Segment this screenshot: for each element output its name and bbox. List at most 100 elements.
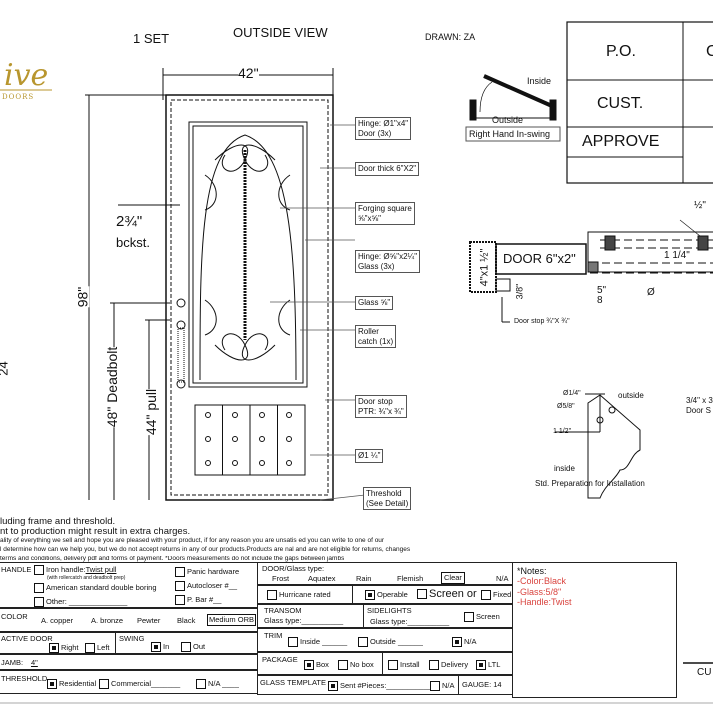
- color-option[interactable]: Black: [177, 616, 196, 625]
- in-label: In: [163, 641, 170, 651]
- section-one-quarter: 1 1/4": [664, 250, 690, 261]
- box-option[interactable]: Box: [304, 660, 329, 670]
- height-dimension: 98": [74, 286, 91, 308]
- color-option-selected[interactable]: Medium ORB: [207, 614, 257, 626]
- install-h: 1 1/2": [553, 428, 572, 435]
- sent-label: Sent #Pieces:: [340, 680, 387, 690]
- fixed-option[interactable]: Fixed: [481, 590, 511, 600]
- right-option[interactable]: Right: [49, 643, 79, 653]
- ltl-option[interactable]: LTL: [476, 660, 500, 670]
- other-label: Other:: [46, 596, 67, 606]
- jamb-label: JAMB:: [1, 658, 24, 667]
- po-label: P.O.: [606, 43, 636, 60]
- glass-option[interactable]: N/A: [496, 574, 509, 583]
- trim-outside-option[interactable]: Outside ______: [358, 637, 423, 647]
- residential-label: Residential: [59, 678, 97, 688]
- callout-text: catch (1x): [358, 336, 394, 346]
- callout-glass: Glass ⅝": [355, 296, 394, 310]
- install-d14: Ø1/4": [563, 390, 581, 397]
- callout-text: Hinge: Ø1"x4": [358, 119, 409, 128]
- panel-bolt: [205, 412, 211, 418]
- notes-box: *Notes: -Color:Black -Glass:5/8" -Handle…: [512, 562, 677, 698]
- left-label: Left: [97, 642, 110, 652]
- autocloser-option[interactable]: Autocloser #__: [175, 581, 237, 591]
- other-option[interactable]: Other: ______________: [34, 597, 127, 607]
- section-five: 5": [597, 285, 607, 296]
- section-door: DOOR 6"x2": [503, 251, 576, 266]
- panel-bolt: [232, 412, 238, 418]
- iron-label: Iron handle:: [46, 564, 86, 574]
- section-half: ½": [694, 200, 706, 211]
- callout-text: PTR: ¾"x ¾": [358, 406, 404, 416]
- panic-label: Panic hardware: [187, 566, 240, 576]
- callout-text: Forging square: [358, 204, 412, 213]
- sidelight-glass[interactable]: Glass type:__________: [370, 617, 450, 626]
- nobox-option[interactable]: No box: [338, 660, 374, 670]
- nobox-label: No box: [350, 659, 374, 669]
- backset-label: bckst.: [116, 235, 150, 250]
- panel-bolt: [259, 436, 265, 442]
- panic-option[interactable]: Panic hardware: [175, 567, 239, 577]
- glass-type-section: DOOR/Glass type: Frost Aquatex Rain Flem…: [257, 562, 513, 585]
- transom-section: TRANSOM Glass type:__________: [257, 604, 364, 628]
- trim-inside-option[interactable]: Inside ______: [288, 637, 347, 647]
- swing-inside: Inside: [527, 76, 552, 86]
- glass-option-selected[interactable]: Clear: [441, 572, 465, 584]
- in-option[interactable]: In: [151, 642, 169, 652]
- glass-option[interactable]: Frost: [272, 574, 290, 583]
- jamb-value[interactable]: 4": [31, 658, 38, 667]
- transom-label: TRANSOM: [264, 606, 302, 615]
- panel-bolt: [259, 460, 265, 466]
- active-door-label: ACTIVE DOOR: [1, 634, 53, 643]
- disclaimer-line: nt to production might result in extra c…: [0, 526, 191, 537]
- color-option[interactable]: A. bronze: [91, 616, 124, 625]
- logo-subtitle: DOORS: [2, 93, 35, 101]
- delivery-option[interactable]: Delivery: [429, 660, 468, 670]
- gauge-value: GAUGE: 14: [458, 676, 502, 695]
- pbar-option[interactable]: P. Bar #__: [175, 595, 221, 605]
- trim-na-label: N/A: [464, 636, 477, 646]
- trim-na-option[interactable]: N/A: [452, 637, 477, 647]
- panel-bolt: [205, 460, 211, 466]
- commercial-label: Commercial: [111, 678, 152, 688]
- threshold-na-option[interactable]: N/A ____: [196, 679, 239, 689]
- callout-diameter: Ø1 ¼": [355, 449, 384, 463]
- package-section: PACKAGE Box No box: [257, 652, 383, 675]
- callout-text: Hinge: Ø⅝"x2¼": [358, 252, 418, 261]
- panel-bolt: [286, 460, 292, 466]
- disclaimer-line: luding frame and threshold.: [0, 516, 116, 527]
- american-option[interactable]: American standard double boring: [34, 583, 157, 593]
- install-option[interactable]: Install: [388, 660, 420, 670]
- template-na-option[interactable]: N/A: [430, 681, 455, 691]
- screen-or-option[interactable]: Screen or: [417, 589, 477, 600]
- screen-option[interactable]: Screen: [464, 612, 500, 622]
- residential-option[interactable]: Residential: [47, 679, 96, 689]
- iron-handle-option[interactable]: Iron handle:Twist pull: [34, 565, 116, 575]
- box-label: Box: [316, 659, 329, 669]
- hurricane-option[interactable]: Hurricane rated: [267, 590, 331, 600]
- notes-title: *Notes:: [517, 566, 547, 576]
- template-label: GLASS TEMPLATE: [260, 678, 326, 687]
- left-option[interactable]: Left: [85, 643, 110, 653]
- glass-option[interactable]: Flemish: [397, 574, 424, 583]
- callout-text: Roller: [358, 327, 379, 336]
- section-eight: 8: [597, 295, 603, 306]
- callout-hinge-door: Hinge: Ø1"x4"Door (3x): [355, 117, 412, 141]
- glass-option[interactable]: Aquatex: [308, 574, 336, 583]
- sent-option[interactable]: Sent #Pieces:___________: [328, 681, 432, 691]
- commercial-option[interactable]: Commercial_______: [99, 679, 180, 689]
- transom-glass[interactable]: Glass type:__________: [264, 616, 344, 625]
- drawn-by: DRAWN: ZA: [425, 32, 476, 42]
- section-jamb: 4"x1 ½": [478, 248, 491, 287]
- jamb-section: JAMB: 4": [0, 654, 258, 670]
- install-side-1: 3/4" x 3: [686, 396, 713, 405]
- operable-option[interactable]: Operable: [365, 590, 408, 600]
- screen-label: Screen: [476, 611, 500, 621]
- color-option[interactable]: A. copper: [41, 616, 74, 625]
- glass-option[interactable]: Rain: [356, 574, 372, 583]
- threshold-section: THRESHOLD Residential Commercial_______ …: [0, 670, 258, 694]
- handle-section: HANDLE Iron handle:Twist pull (with roll…: [0, 562, 258, 608]
- install-inside: inside: [554, 464, 575, 473]
- color-option[interactable]: Pewter: [137, 616, 161, 625]
- out-option[interactable]: Out: [181, 642, 205, 652]
